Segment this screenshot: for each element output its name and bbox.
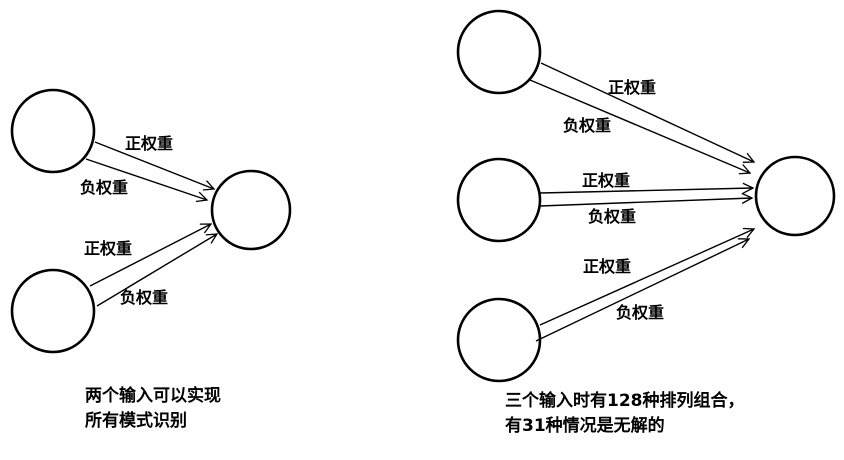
edge-line-right-middle-negative — [539, 192, 754, 207]
right-output-node — [754, 155, 836, 237]
right-diagram: 正权重 负权重 正权重 负权重 正权重 负权重 三个输入时有128种排列组合， … — [456, 9, 836, 436]
edge-line-left-top-positive — [94, 141, 216, 191]
left-input-node-top — [10, 88, 96, 174]
left-input-node-bottom — [10, 268, 96, 354]
right-caption-line-2: 有31种情况是无解的 — [505, 415, 665, 436]
edge-line-right-top-positive — [540, 62, 756, 163]
right-caption-line-1: 三个输入时有128种排列组合， — [505, 390, 745, 411]
edge-label: 负权重 — [80, 178, 128, 197]
edge-label: 负权重 — [563, 116, 611, 135]
edge-line-right-bottom-positive — [539, 227, 756, 326]
right-input-node-top — [456, 9, 542, 95]
edge-label: 负权重 — [120, 288, 168, 307]
edge-line-left-top-negative — [85, 158, 209, 203]
edge-label: 负权重 — [588, 207, 636, 226]
right-input-node-middle — [456, 157, 542, 243]
edge-line-right-bottom-negative — [535, 238, 751, 342]
edge-line-right-top-negative — [529, 79, 752, 175]
edge-label: 正权重 — [582, 171, 630, 190]
edge-label: 正权重 — [583, 257, 631, 276]
edge-line-left-bottom-positive — [89, 223, 213, 287]
edge-line-left-bottom-negative — [96, 233, 219, 307]
edge-label: 正权重 — [608, 78, 656, 97]
left-output-node — [210, 169, 292, 251]
edge-line-right-middle-positive — [539, 182, 755, 194]
left-caption-line-2: 所有模式识别 — [85, 410, 187, 431]
edge-label: 正权重 — [125, 134, 173, 153]
right-input-node-bottom — [456, 297, 542, 383]
edge-label: 负权重 — [616, 303, 664, 322]
edge-label: 正权重 — [84, 239, 132, 258]
left-caption-line-1: 两个输入可以实现 — [85, 385, 221, 406]
left-diagram: 正权重 负权重 正权重 负权重 两个输入可以实现 所有模式识别 — [10, 88, 292, 431]
